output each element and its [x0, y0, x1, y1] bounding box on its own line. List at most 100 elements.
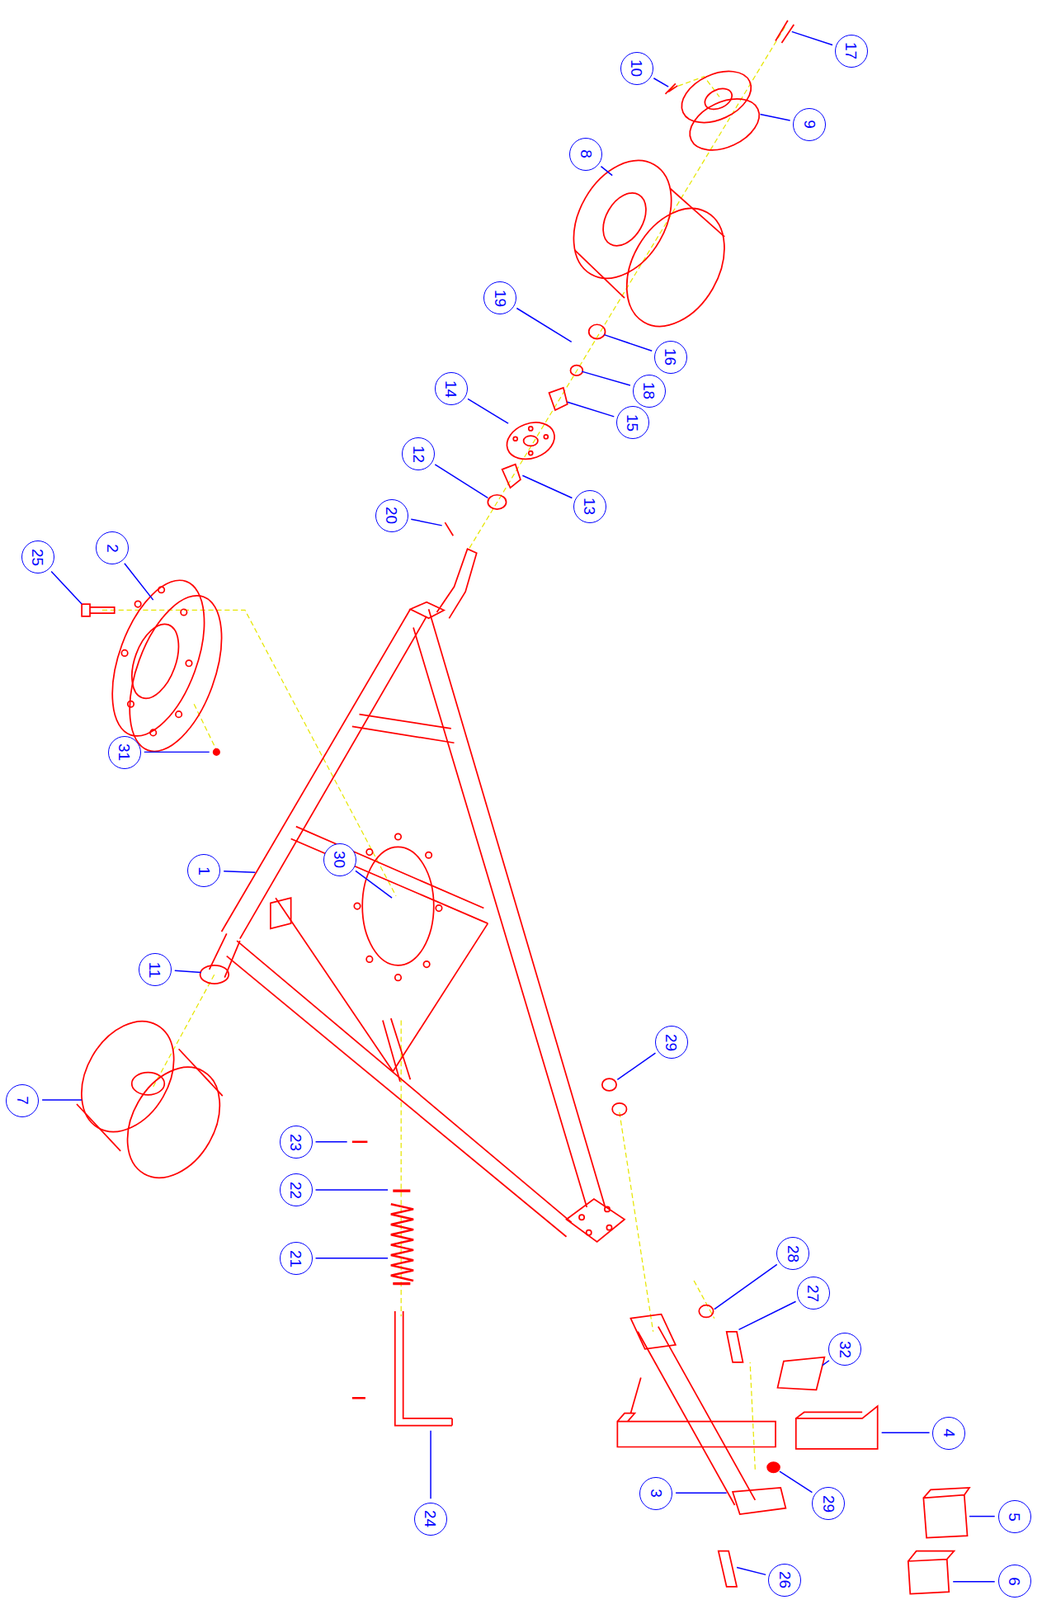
leader-line [822, 1360, 830, 1366]
callout-circle: 27 [796, 1276, 830, 1310]
leader-line [51, 571, 82, 605]
callout-circle: 10 [620, 51, 654, 85]
callout-circle: 18 [632, 374, 666, 408]
callout-number: 4 [941, 1428, 958, 1438]
leader-line [653, 78, 669, 87]
callout-number: 27 [805, 1284, 821, 1302]
leader-line [144, 751, 210, 753]
callout-circle: 2 [95, 531, 129, 565]
callout-number: 23 [287, 1133, 304, 1151]
callout-circle: 19 [483, 281, 517, 315]
leader-line [315, 1257, 389, 1259]
leader-line [603, 334, 652, 352]
leader-line [675, 1491, 727, 1493]
leader-lines [42, 31, 995, 1581]
callout-number: 29 [663, 1032, 679, 1051]
leader-line [600, 166, 613, 176]
callout-circle: 7 [5, 1084, 39, 1118]
callout-number: 13 [581, 497, 598, 515]
leader-line [779, 1471, 812, 1492]
callout-circle: 8 [569, 137, 603, 171]
leader-line [881, 1431, 930, 1433]
callout-number: 9 [801, 120, 817, 130]
callout-number: 14 [443, 380, 459, 398]
callout-circle: 24 [414, 1502, 448, 1536]
leader-line [522, 475, 572, 498]
leader-line [410, 518, 442, 526]
callout-number: 10 [628, 59, 645, 77]
callout-number: 7 [14, 1095, 31, 1105]
assembly-lines [102, 25, 787, 1470]
callout-number: 17 [843, 42, 859, 60]
callout-number: 1 [196, 866, 213, 876]
callout-circle: 6 [998, 1564, 1032, 1598]
leader-line [223, 871, 255, 873]
leader-line [567, 401, 615, 417]
callout-circle: 11 [138, 952, 172, 986]
callout-circle: 22 [279, 1173, 313, 1207]
leader-line [736, 1566, 766, 1575]
callout-number: 30 [331, 850, 348, 868]
callout-number: 5 [1006, 1512, 1023, 1522]
callout-number: 16 [662, 348, 679, 366]
callout-circle: 23 [279, 1125, 313, 1159]
leader-line [429, 1430, 431, 1500]
wheel-parts [62, 20, 794, 1194]
callout-number: 8 [578, 149, 595, 159]
callout-circle: 15 [616, 405, 650, 439]
hitch-parts [352, 1078, 970, 1594]
callout-number: 22 [287, 1181, 304, 1199]
callout-circle: 21 [279, 1241, 313, 1275]
leader-line [581, 371, 631, 386]
callout-circle: 29 [655, 1025, 689, 1059]
callout-circle: 29 [811, 1486, 845, 1520]
callout-number: 15 [624, 414, 641, 432]
callout-circle: 32 [828, 1332, 862, 1366]
callout-number: 26 [777, 1570, 793, 1589]
leader-line [434, 464, 488, 499]
callout-number: 28 [785, 1244, 802, 1262]
callout-circle: 25 [21, 540, 55, 574]
leader-line [315, 1141, 348, 1142]
leader-line [969, 1515, 995, 1517]
callout-circle: 13 [573, 490, 607, 524]
leader-line [759, 114, 790, 122]
callout-circle: 16 [654, 340, 688, 374]
callout-number: 21 [287, 1249, 304, 1268]
leader-line [617, 1052, 656, 1080]
leader-line [42, 1098, 82, 1100]
callout-number: 20 [384, 506, 401, 524]
callout-circle: 12 [401, 437, 435, 471]
leader-line [355, 870, 392, 898]
callout-number: 18 [641, 381, 657, 400]
callout-circle: 26 [768, 1563, 802, 1597]
callout-circle: 3 [639, 1476, 673, 1510]
leader-line [952, 1580, 995, 1582]
callout-circle: 4 [932, 1416, 966, 1450]
callout-circle: 17 [834, 34, 868, 68]
callout-circle: 31 [108, 735, 142, 769]
callout-number: 31 [116, 743, 133, 761]
leader-line [467, 398, 509, 424]
callout-number: 6 [1006, 1576, 1023, 1586]
leader-line [516, 307, 571, 342]
trailer-frame [200, 548, 625, 1242]
callout-number: 29 [820, 1494, 837, 1513]
callout-circle: 14 [434, 372, 468, 406]
callout-circle: 20 [375, 499, 409, 533]
callout-circle: 9 [792, 108, 826, 142]
leader-line [714, 1263, 778, 1309]
callout-number: 3 [648, 1488, 665, 1498]
callout-number: 11 [147, 961, 164, 978]
callout-circle: 28 [776, 1236, 810, 1270]
callout-number: 32 [837, 1340, 854, 1358]
callout-number: 19 [492, 289, 509, 307]
callout-number: 25 [29, 548, 46, 566]
callout-number: 12 [410, 445, 427, 463]
leader-line [174, 970, 202, 972]
leader-line [124, 563, 154, 600]
callout-circle: 1 [187, 853, 221, 887]
callout-circle: 5 [998, 1499, 1032, 1533]
